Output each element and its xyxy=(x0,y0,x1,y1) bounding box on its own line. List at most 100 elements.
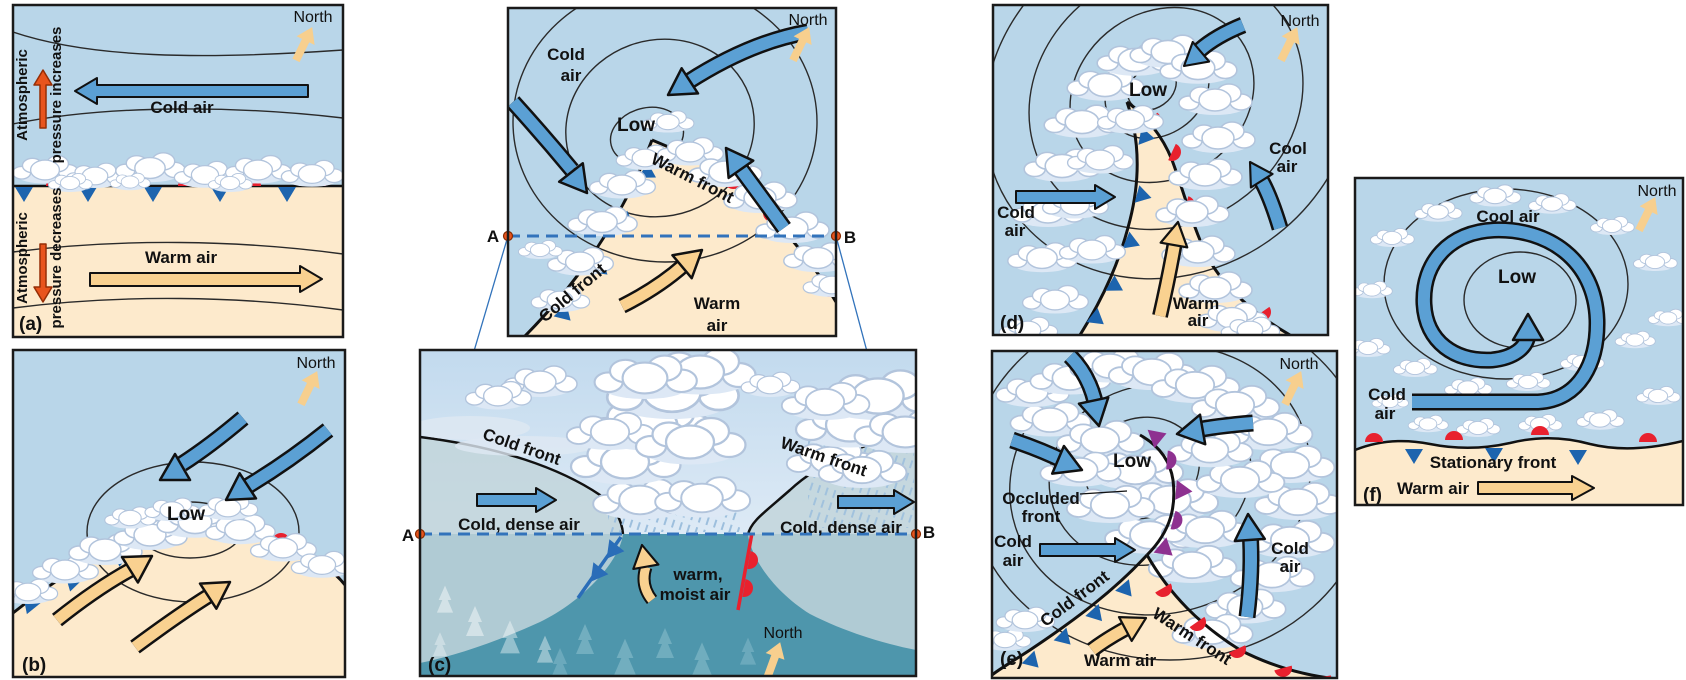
label-low: Low xyxy=(617,115,655,136)
label-point-a: A xyxy=(487,227,499,246)
panel-letter-c: (c) xyxy=(428,655,451,676)
cold-front-e xyxy=(992,553,1149,677)
cold-front-d xyxy=(1078,101,1157,335)
panel-c-map: Cold air Low Warm front Cold front Warm … xyxy=(487,6,856,338)
label-north: North xyxy=(1279,356,1318,373)
pressure-down-arrow xyxy=(33,243,53,303)
label-warm-air2: air xyxy=(707,316,728,335)
panel-c-section: Cold front Cold, dense air Warm front Co… xyxy=(402,348,935,678)
label-cold-left2: air xyxy=(1003,551,1024,570)
label-cold-dense-right: Cold, dense air xyxy=(780,518,902,537)
cold-air-arrow xyxy=(74,77,309,105)
panel-e-border xyxy=(990,349,1339,680)
label-low: Low xyxy=(1129,80,1167,101)
stratus-left xyxy=(420,416,530,440)
label-warm-air: Warm air xyxy=(1084,651,1157,670)
panel-f: Cool air Low Cold air Stationary front W… xyxy=(1353,176,1685,507)
label-cold-dense-left: Cold, dense air xyxy=(458,515,580,534)
label-occluded-1: Occluded xyxy=(1002,489,1079,508)
label-point-b: B xyxy=(923,523,935,542)
panel-letter-f: (f) xyxy=(1363,485,1382,506)
cold-air-wedge-left xyxy=(420,437,623,663)
label-cold-right2: air xyxy=(1280,557,1301,576)
panel-letter-a: (a) xyxy=(19,314,42,335)
warm-sector-e xyxy=(992,555,1337,678)
warm-air-arrow-e xyxy=(1087,604,1154,657)
warm-sector-f xyxy=(1355,438,1683,505)
label-low: Low xyxy=(1113,451,1151,472)
label-cold: Cold xyxy=(547,45,585,64)
panel-b-border xyxy=(11,348,347,679)
warm-moist-arrow xyxy=(628,541,660,605)
warm-front-symbol-section xyxy=(736,532,760,611)
label-north: North xyxy=(1280,13,1319,30)
warm-air-arrow-d xyxy=(1152,218,1193,318)
label-warm-air: Warm air xyxy=(1397,479,1470,498)
label-warm-air: Warm air xyxy=(145,248,218,267)
label-warm: Warm xyxy=(694,294,741,313)
panel-c-map-border xyxy=(506,6,838,338)
pressure-up-arrow xyxy=(33,69,53,129)
warm-air-arrow xyxy=(89,265,323,293)
label-atmospheric-2: Atmospheric xyxy=(14,212,31,304)
label-warm-air2: air xyxy=(1188,311,1209,330)
warm-air-arrow-f xyxy=(1477,475,1595,501)
label-warm-moist-1: warm, xyxy=(672,565,722,584)
label-low: Low xyxy=(167,504,205,525)
cold-dense-arrow-left xyxy=(476,487,557,513)
label-cold-air2: air xyxy=(561,66,582,85)
label-stationary-front: Stationary front xyxy=(1430,453,1557,472)
cold-air-arrow-top-d xyxy=(1174,17,1247,77)
stratus-left-2 xyxy=(455,436,595,456)
panel-d-border xyxy=(991,3,1330,337)
cold-air-arrows-e xyxy=(1009,351,1267,619)
panel-letter-e: (e) xyxy=(1000,649,1023,670)
label-cold-left: Cold xyxy=(994,532,1032,551)
panel-letter-b: (b) xyxy=(22,655,46,676)
cold-front-symbol-section xyxy=(576,535,626,600)
panel-c-section-border xyxy=(418,348,918,678)
label-warm-moist-2: moist air xyxy=(660,585,731,604)
label-occluded-2: front xyxy=(1022,507,1061,526)
cold-air-arrow-d xyxy=(1015,184,1116,210)
label-north: North xyxy=(763,625,802,642)
label-cold-air2: air xyxy=(1005,221,1026,240)
occluded-front-e xyxy=(1139,424,1194,564)
label-north: North xyxy=(1637,183,1676,200)
warm-front-e xyxy=(1145,554,1337,678)
label-point-b: B xyxy=(844,228,856,247)
cold-air-arrows-b xyxy=(151,411,334,514)
label-north: North xyxy=(788,12,827,29)
panel-a: Atmospheric pressure increases Atmospher… xyxy=(11,3,345,339)
cold-air-arrow-left-e xyxy=(1039,537,1136,563)
warm-air-arrows-b xyxy=(52,542,240,654)
label-cool-air: Cool air xyxy=(1476,207,1540,226)
label-cold-air: Cold air xyxy=(150,98,214,117)
panel-e: Low Occluded front Cold air Cold front W… xyxy=(990,349,1339,680)
cold-dense-arrow-right xyxy=(837,489,915,515)
label-cool: Cool xyxy=(1269,139,1307,158)
panel-d: Low Cold air Cool air Warm air North (d) xyxy=(991,3,1330,337)
label-cold: Cold xyxy=(1368,385,1406,404)
label-pressure-decreases: pressure decreases xyxy=(48,188,65,329)
label-cool-air2: air xyxy=(1277,157,1298,176)
panel-b: Low North (b) xyxy=(11,348,347,679)
label-north: North xyxy=(293,9,332,26)
label-cold-right: Cold xyxy=(1271,539,1309,558)
warm-sector-c xyxy=(525,140,836,336)
label-atmospheric-1: Atmospheric xyxy=(14,49,31,141)
label-cold-air2: air xyxy=(1375,404,1396,423)
label-pressure-increases: pressure increases xyxy=(48,27,65,164)
label-cold: Cold xyxy=(997,203,1035,222)
cool-air-arrow-d xyxy=(1238,154,1289,231)
isobars-a xyxy=(13,31,343,311)
occluded-leader-line xyxy=(1079,490,1128,495)
warm-air-arrow-c xyxy=(618,237,713,314)
label-north: North xyxy=(296,355,335,372)
panel-f-border xyxy=(1353,176,1685,507)
cold-air-arrows-c xyxy=(508,23,810,233)
stationary-front-f xyxy=(1355,426,1683,465)
cool-air-spiral-arrow xyxy=(1412,221,1606,411)
